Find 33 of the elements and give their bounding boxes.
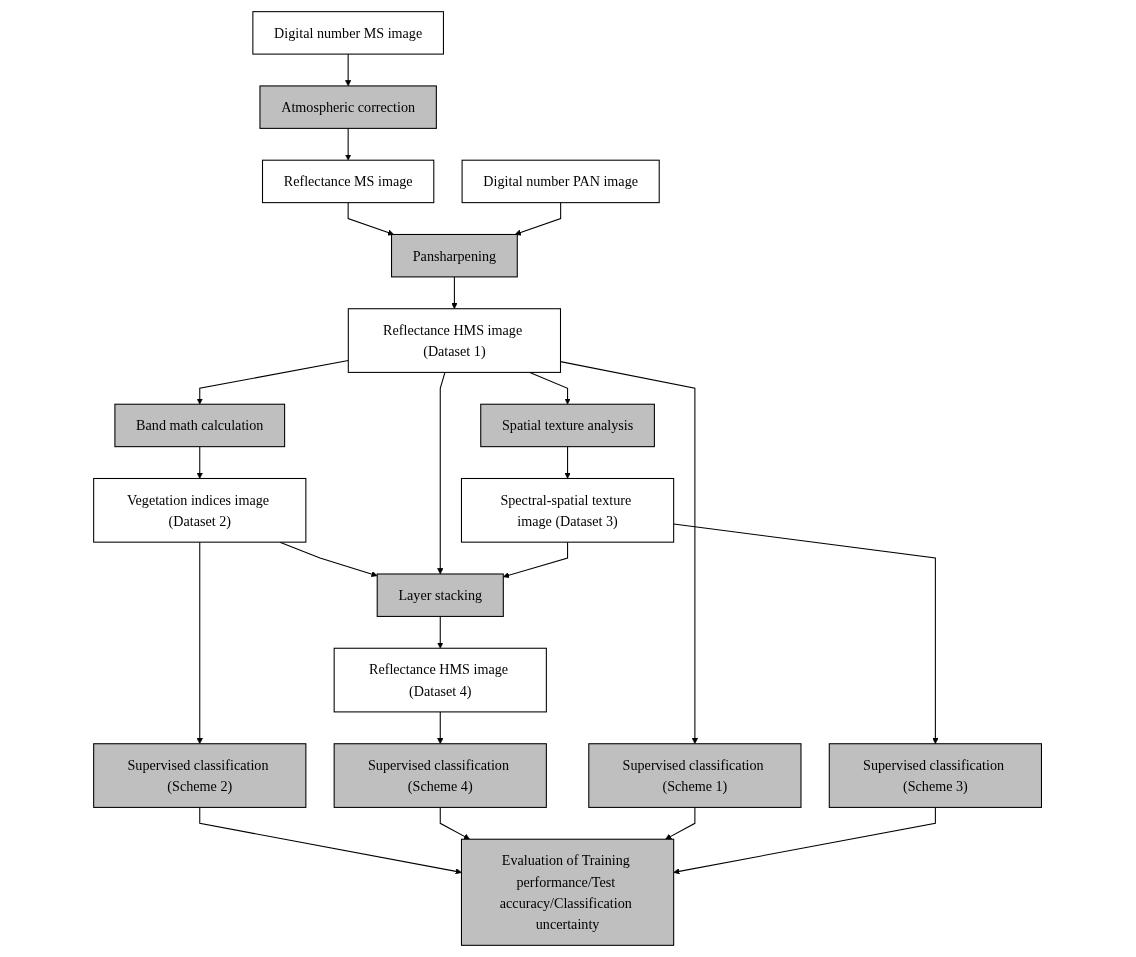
node-box: Spectral-spatial texture image (Dataset 3) (461, 477, 675, 543)
node-box: Reflectance HMS image (Dataset 1) (348, 308, 562, 373)
arrow (348, 202, 395, 236)
node-box: Digital number PAN image (462, 159, 661, 204)
node-box: Supervised classification (Scheme 3) (829, 743, 1043, 808)
node-box: Pansharpening (391, 233, 519, 278)
arrow (564, 446, 572, 479)
arrow (560, 361, 699, 744)
node-box: Reflectance HMS image (Dataset 4) (334, 647, 548, 713)
arrow (451, 276, 458, 309)
node-box: Supervised classification (Scheme 4) (334, 743, 548, 808)
arrow (345, 53, 352, 87)
node-box: Evaluation of Training performance/Test accuracy/Classification uncertainty (461, 838, 675, 946)
arrow (440, 806, 471, 840)
node-box: Vegetation indices image (Dataset 2) (93, 477, 307, 543)
node-box: Layer stacking (377, 573, 505, 617)
node-box: Reflectance MS image (262, 159, 435, 204)
arrow (437, 371, 446, 575)
arrow (437, 711, 444, 744)
arrow (515, 202, 562, 236)
node-box: Spatial texture analysis (480, 403, 656, 448)
arrow (197, 446, 204, 479)
node-box: Band math calculation (114, 403, 286, 448)
arrow (665, 806, 696, 840)
node-box: Digital number MS image (252, 11, 445, 55)
node-box: Supervised classification (Scheme 1) (588, 743, 802, 808)
arrow (345, 127, 352, 161)
node-box: Atmospheric correction (259, 85, 438, 129)
node-box: Supervised classification (Scheme 2) (93, 743, 307, 808)
arrow (503, 541, 569, 579)
arrow (197, 541, 204, 744)
arrow (437, 615, 444, 649)
arrow (529, 371, 572, 405)
